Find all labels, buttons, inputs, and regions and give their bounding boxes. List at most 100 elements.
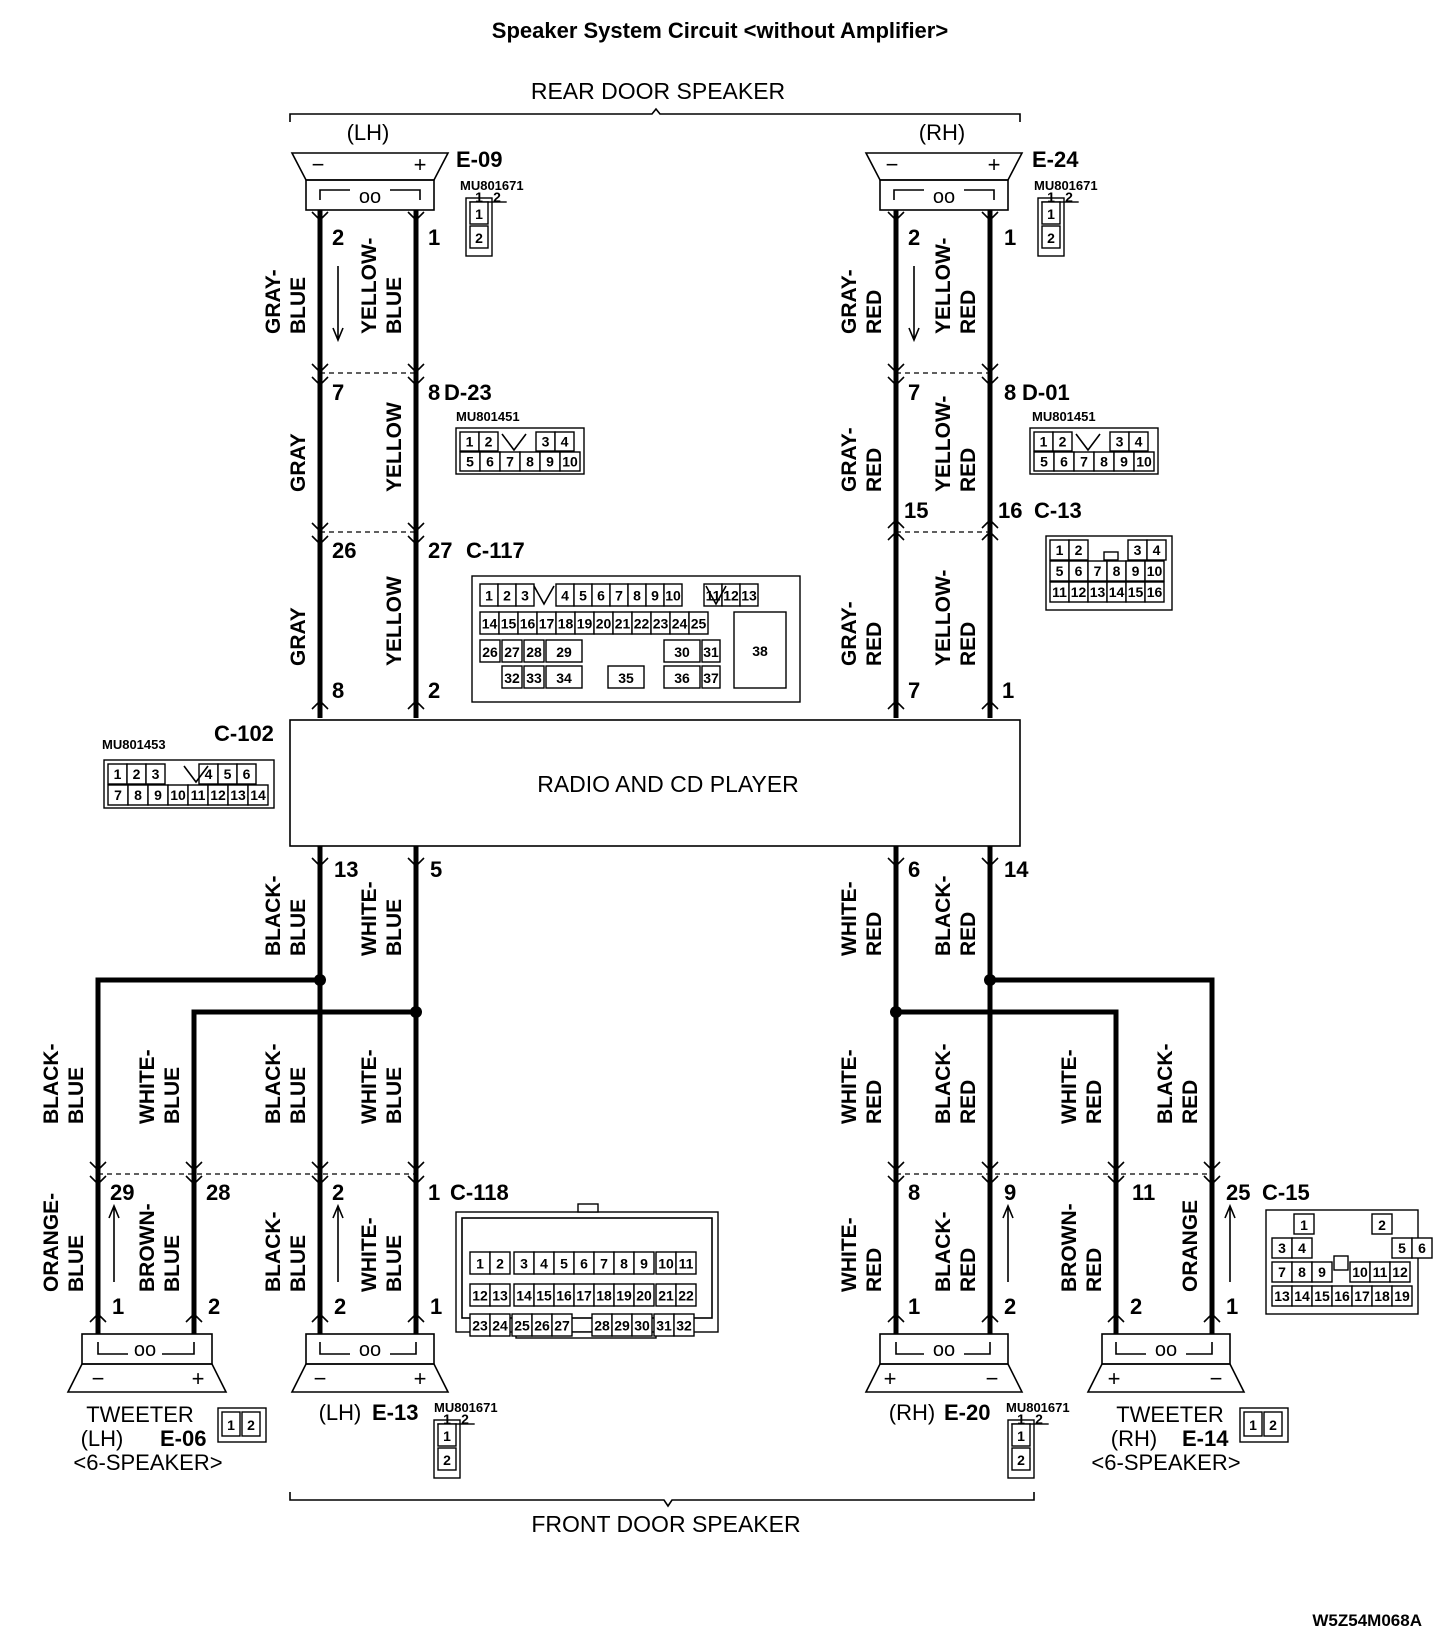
- pin-cell-label: 8: [1298, 1264, 1306, 1280]
- pin-cell-label: 12: [723, 588, 739, 604]
- pin-cell: [501, 639, 523, 663]
- tweeter-rh: oo + −: [1086, 1333, 1246, 1393]
- pin-cell-label: 31: [656, 1318, 672, 1334]
- pin-cell-label: 6: [580, 1256, 588, 1272]
- pin-cell-label: 38: [752, 643, 768, 659]
- pin-cell-label: 25: [691, 616, 707, 632]
- wire-label: YELLOW-: [932, 570, 955, 666]
- pin-cell-label: 2: [485, 433, 493, 449]
- pin-cell: [469, 225, 489, 249]
- pin-cell: [1371, 1213, 1393, 1235]
- pin-cell-label: 18: [1374, 1288, 1390, 1304]
- pin-cell-label: 10: [665, 588, 681, 604]
- pin-cell: [688, 611, 709, 635]
- pin-cell: [489, 1283, 511, 1307]
- chevrons-front: [89, 857, 1221, 1323]
- pin-cell-label: 3: [1134, 542, 1142, 558]
- keyway-mark: [183, 765, 209, 784]
- pin-cell: [545, 639, 583, 663]
- pin-cell-label: 16: [520, 616, 536, 632]
- splice: [984, 974, 996, 986]
- rear-rh-speaker: oo − +: [864, 152, 1024, 211]
- wire-label: WHITE-: [1058, 1049, 1081, 1124]
- tweeter-lh: oo − +: [66, 1333, 228, 1393]
- wire-label: BLUE: [287, 899, 310, 956]
- pin-cell-label: 7: [615, 588, 623, 604]
- pin-cell: [701, 665, 721, 689]
- pin-cell-label: 32: [676, 1318, 692, 1334]
- pin-cell-label: 21: [658, 1288, 674, 1304]
- pin-cell-label: 16: [1147, 584, 1163, 600]
- pin-cell-label: 28: [526, 644, 542, 660]
- c118-shell: [461, 1217, 713, 1319]
- pin-cell: [663, 583, 683, 607]
- pin-cell-label: 34: [556, 670, 572, 686]
- pin-d23-7: 7: [332, 380, 344, 405]
- pin-d23-8: 8: [428, 380, 440, 405]
- wire-label: RED: [957, 290, 980, 334]
- part-e20: MU801671: [1006, 1400, 1070, 1415]
- pin-cell-label: 22: [678, 1288, 694, 1304]
- pin-cell-label: 2: [1378, 1217, 1386, 1233]
- pin-cell-label: 2: [247, 1417, 255, 1433]
- pin-cell: [236, 763, 257, 785]
- pin-cell: [1291, 1237, 1313, 1259]
- minus-terminal: −: [886, 152, 899, 177]
- conn-c102: C-102: [214, 721, 274, 746]
- part-e09: MU801671: [460, 178, 524, 193]
- pin-cell: [145, 763, 166, 785]
- pin-cell: [437, 1447, 457, 1471]
- pin-cell-label: 23: [472, 1318, 488, 1334]
- wire-label: BLACK-: [1154, 1044, 1177, 1124]
- rear-rh-label: (RH): [919, 120, 965, 145]
- pin-cell: [489, 1313, 511, 1337]
- plus-terminal: +: [414, 152, 427, 177]
- pin-cell-label: 1: [1017, 1428, 1025, 1444]
- wire-label: YELLOW: [383, 402, 406, 492]
- pin-cell-label: 15: [501, 616, 517, 632]
- conn-e09: E-09: [456, 147, 502, 172]
- coil-symbol: oo: [359, 186, 381, 208]
- pin-cell-label: 17: [539, 616, 555, 632]
- pin-c102-8: 8: [332, 678, 344, 703]
- pin-c15-8: 8: [908, 1180, 920, 1205]
- pin-cell-label: 2: [443, 1452, 451, 1468]
- pin-cell-label: 19: [616, 1288, 632, 1304]
- wire-label: BLUE: [383, 899, 406, 956]
- speaker-magnet: [305, 179, 435, 211]
- pin-cell-label: 4: [1135, 433, 1143, 449]
- wire-label: RED: [1083, 1248, 1106, 1292]
- tweeter-rh-variant: <6-SPEAKER>: [1091, 1450, 1240, 1475]
- part-e13: MU801671: [434, 1400, 498, 1415]
- pin-cell-label: 12: [472, 1288, 488, 1304]
- wire-label: GRAY-: [838, 601, 861, 666]
- pin-cell-label: 12: [1392, 1264, 1408, 1280]
- pin-cell-label: 10: [658, 1256, 674, 1272]
- pin-cell-label: 17: [576, 1288, 592, 1304]
- pin-cell: [607, 665, 645, 689]
- pin-cell-label: 23: [653, 616, 669, 632]
- pin-c117-27: 27: [428, 538, 452, 563]
- pin-cell-label: 7: [1080, 453, 1088, 469]
- pin-c118-28: 28: [206, 1180, 230, 1205]
- pin-cell-label: 2: [461, 1411, 469, 1427]
- wire-label: BLUE: [65, 1067, 88, 1124]
- pin-cell-label: 14: [1109, 584, 1125, 600]
- pin-cell-label: 1: [443, 1428, 451, 1444]
- wire-label: RED: [957, 1080, 980, 1124]
- wire-label: ORANGE-: [40, 1193, 63, 1292]
- rear-lh-label: (LH): [347, 120, 390, 145]
- pin-c118-29: 29: [110, 1180, 134, 1205]
- pin-cell-label: 10: [1147, 563, 1163, 579]
- pin-cell-label: 11: [1052, 584, 1067, 600]
- pin-cell-label: 30: [674, 644, 690, 660]
- pin-cell: [701, 639, 721, 663]
- conn-c117: C-117: [466, 538, 525, 563]
- tweeter-lh-side: (LH): [81, 1426, 124, 1451]
- minus-terminal: −: [92, 1366, 105, 1391]
- wire-label: RED: [863, 1248, 886, 1292]
- part-e24: MU801671: [1034, 178, 1098, 193]
- pin-cell-label: 1: [443, 1411, 451, 1427]
